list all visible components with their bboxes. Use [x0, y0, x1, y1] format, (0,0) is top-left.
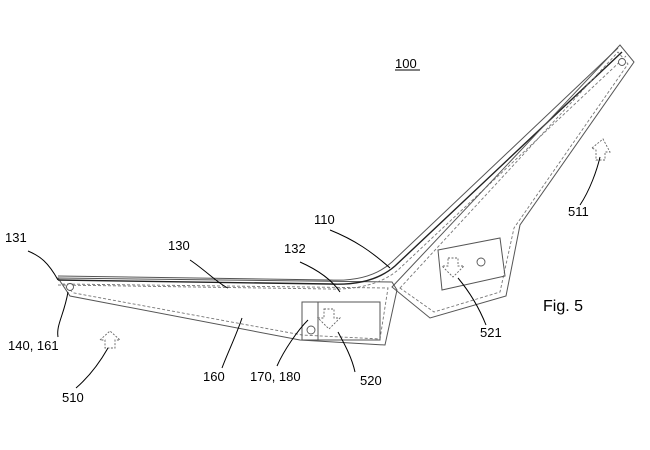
- label-130: 130: [168, 238, 190, 253]
- label-510: 510: [62, 390, 84, 405]
- arrow-520-icon: [318, 309, 340, 329]
- leader-511: [580, 157, 600, 205]
- leader-170-180: [277, 320, 308, 366]
- arrow-511-icon: [592, 139, 610, 160]
- flexible-panel: [58, 48, 626, 289]
- pivot-top-icon: [619, 59, 626, 66]
- label-131: 131: [5, 230, 27, 245]
- label-511: 511: [568, 204, 589, 219]
- figure-caption: Fig. 5: [543, 298, 583, 315]
- pivot-backrest-icon: [477, 258, 485, 266]
- leader-131: [28, 251, 58, 280]
- label-140-161: 140, 161: [8, 338, 59, 353]
- label-132: 132: [284, 241, 306, 256]
- label-110: 110: [314, 212, 335, 227]
- arrow-510-icon: [100, 331, 120, 348]
- label-521: 521: [480, 325, 502, 340]
- leader-140-161: [58, 292, 68, 337]
- pivot-seat-icon: [307, 326, 315, 334]
- leader-130: [190, 260, 228, 288]
- label-170-180: 170, 180: [250, 369, 301, 384]
- leader-510: [76, 348, 108, 388]
- backrest-frame-right: [392, 45, 634, 318]
- arrow-521-icon: [442, 258, 464, 277]
- leader-110: [330, 230, 390, 268]
- label-520: 520: [360, 373, 382, 388]
- figure-reference-label: 100: [395, 56, 417, 71]
- pivot-140-161-icon: [67, 284, 74, 291]
- label-160: 160: [203, 369, 225, 384]
- actuator-block-seat: [302, 302, 380, 340]
